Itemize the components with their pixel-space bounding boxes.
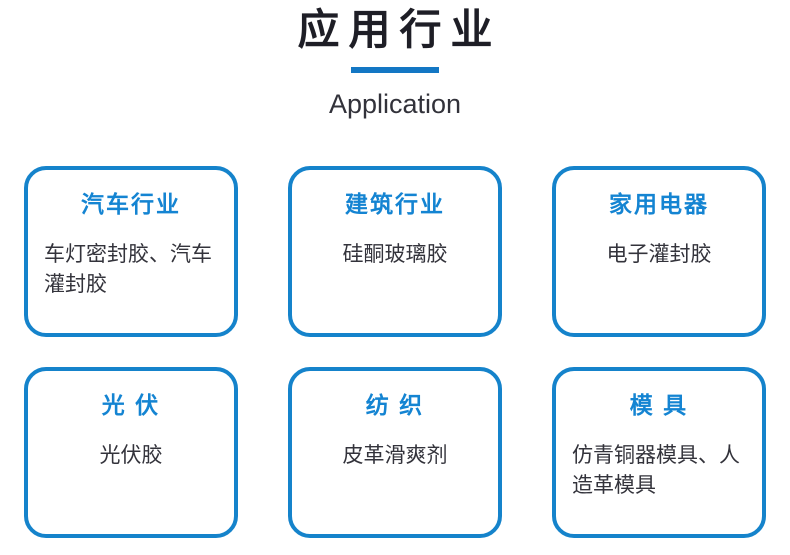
industry-card-body: 车灯密封胶、汽车灌封胶 [44,243,212,296]
industry-card-title: 建筑行业 [345,191,445,217]
industry-card-body: 光伏胶 [99,444,163,467]
application-section: 应用行业 Application 汽车行业 车灯密封胶、汽车灌封胶 建筑行业 硅… [0,0,790,538]
industry-card-body: 电子灌封胶 [606,243,712,266]
industry-card-title: 汽车行业 [81,191,181,217]
industry-card-title: 家用电器 [609,191,709,217]
title-underline [351,67,439,73]
industry-card-grid: 汽车行业 车灯密封胶、汽车灌封胶 建筑行业 硅酮玻璃胶 家用电器 电子灌封胶 光… [0,166,790,538]
page-title: 应用行业 [297,6,502,53]
industry-card-title: 模 具 [629,392,689,418]
industry-card-body: 仿青铜器模具、人造革模具 [572,444,740,497]
industry-card-title: 光 伏 [101,392,161,418]
section-header: 应用行业 Application [0,0,790,120]
industry-card: 纺 织 皮革滑爽剂 [288,367,502,538]
industry-card: 光 伏 光伏胶 [24,367,238,538]
industry-card-body: 硅酮玻璃胶 [342,243,448,266]
industry-card: 建筑行业 硅酮玻璃胶 [288,166,502,337]
industry-card: 汽车行业 车灯密封胶、汽车灌封胶 [24,166,238,337]
industry-card-body: 皮革滑爽剂 [342,444,448,467]
industry-card-title: 纺 织 [365,392,425,418]
industry-card: 模 具 仿青铜器模具、人造革模具 [552,367,766,538]
page-subtitle: Application [328,89,462,119]
industry-card: 家用电器 电子灌封胶 [552,166,766,337]
